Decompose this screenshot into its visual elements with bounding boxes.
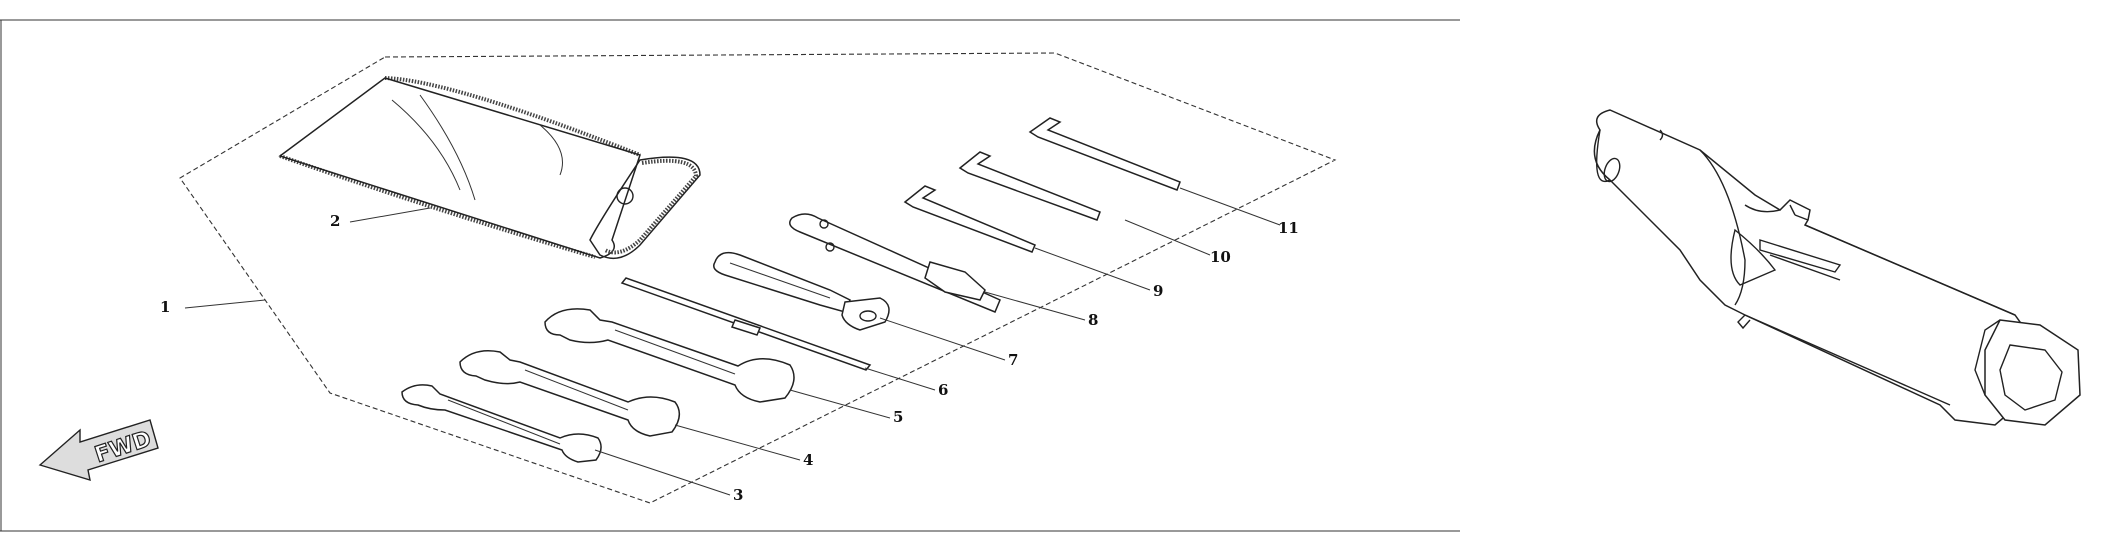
callout-3: 3 [733,486,743,504]
screwdriver [620,277,872,371]
callout-2: 2 [330,212,340,230]
callout-4: 4 [803,451,813,469]
diagram-frame [0,19,1460,532]
callout-5: 5 [893,408,903,426]
screwdriver-bar [789,213,1001,313]
callout-11: 11 [1278,219,1299,237]
callout-7: 7 [1008,351,1018,369]
tool-bag [278,76,701,260]
leader-lines [184,187,1281,496]
callout-8: 8 [1088,311,1098,329]
wrench-medium [459,350,681,437]
wrench-small [401,384,602,463]
callout-6: 6 [938,381,948,399]
allen-keys [903,117,1181,253]
spark-plug-wrench [713,251,890,331]
kit-outline [179,52,1337,504]
callout-9: 9 [1153,282,1163,300]
forward-arrow-icon: FWD [38,419,159,482]
callout-1: 1 [160,298,170,316]
spark-plug-socket-illustration [1593,109,2081,426]
callout-10: 10 [1210,248,1231,266]
wrench-large [544,308,795,403]
